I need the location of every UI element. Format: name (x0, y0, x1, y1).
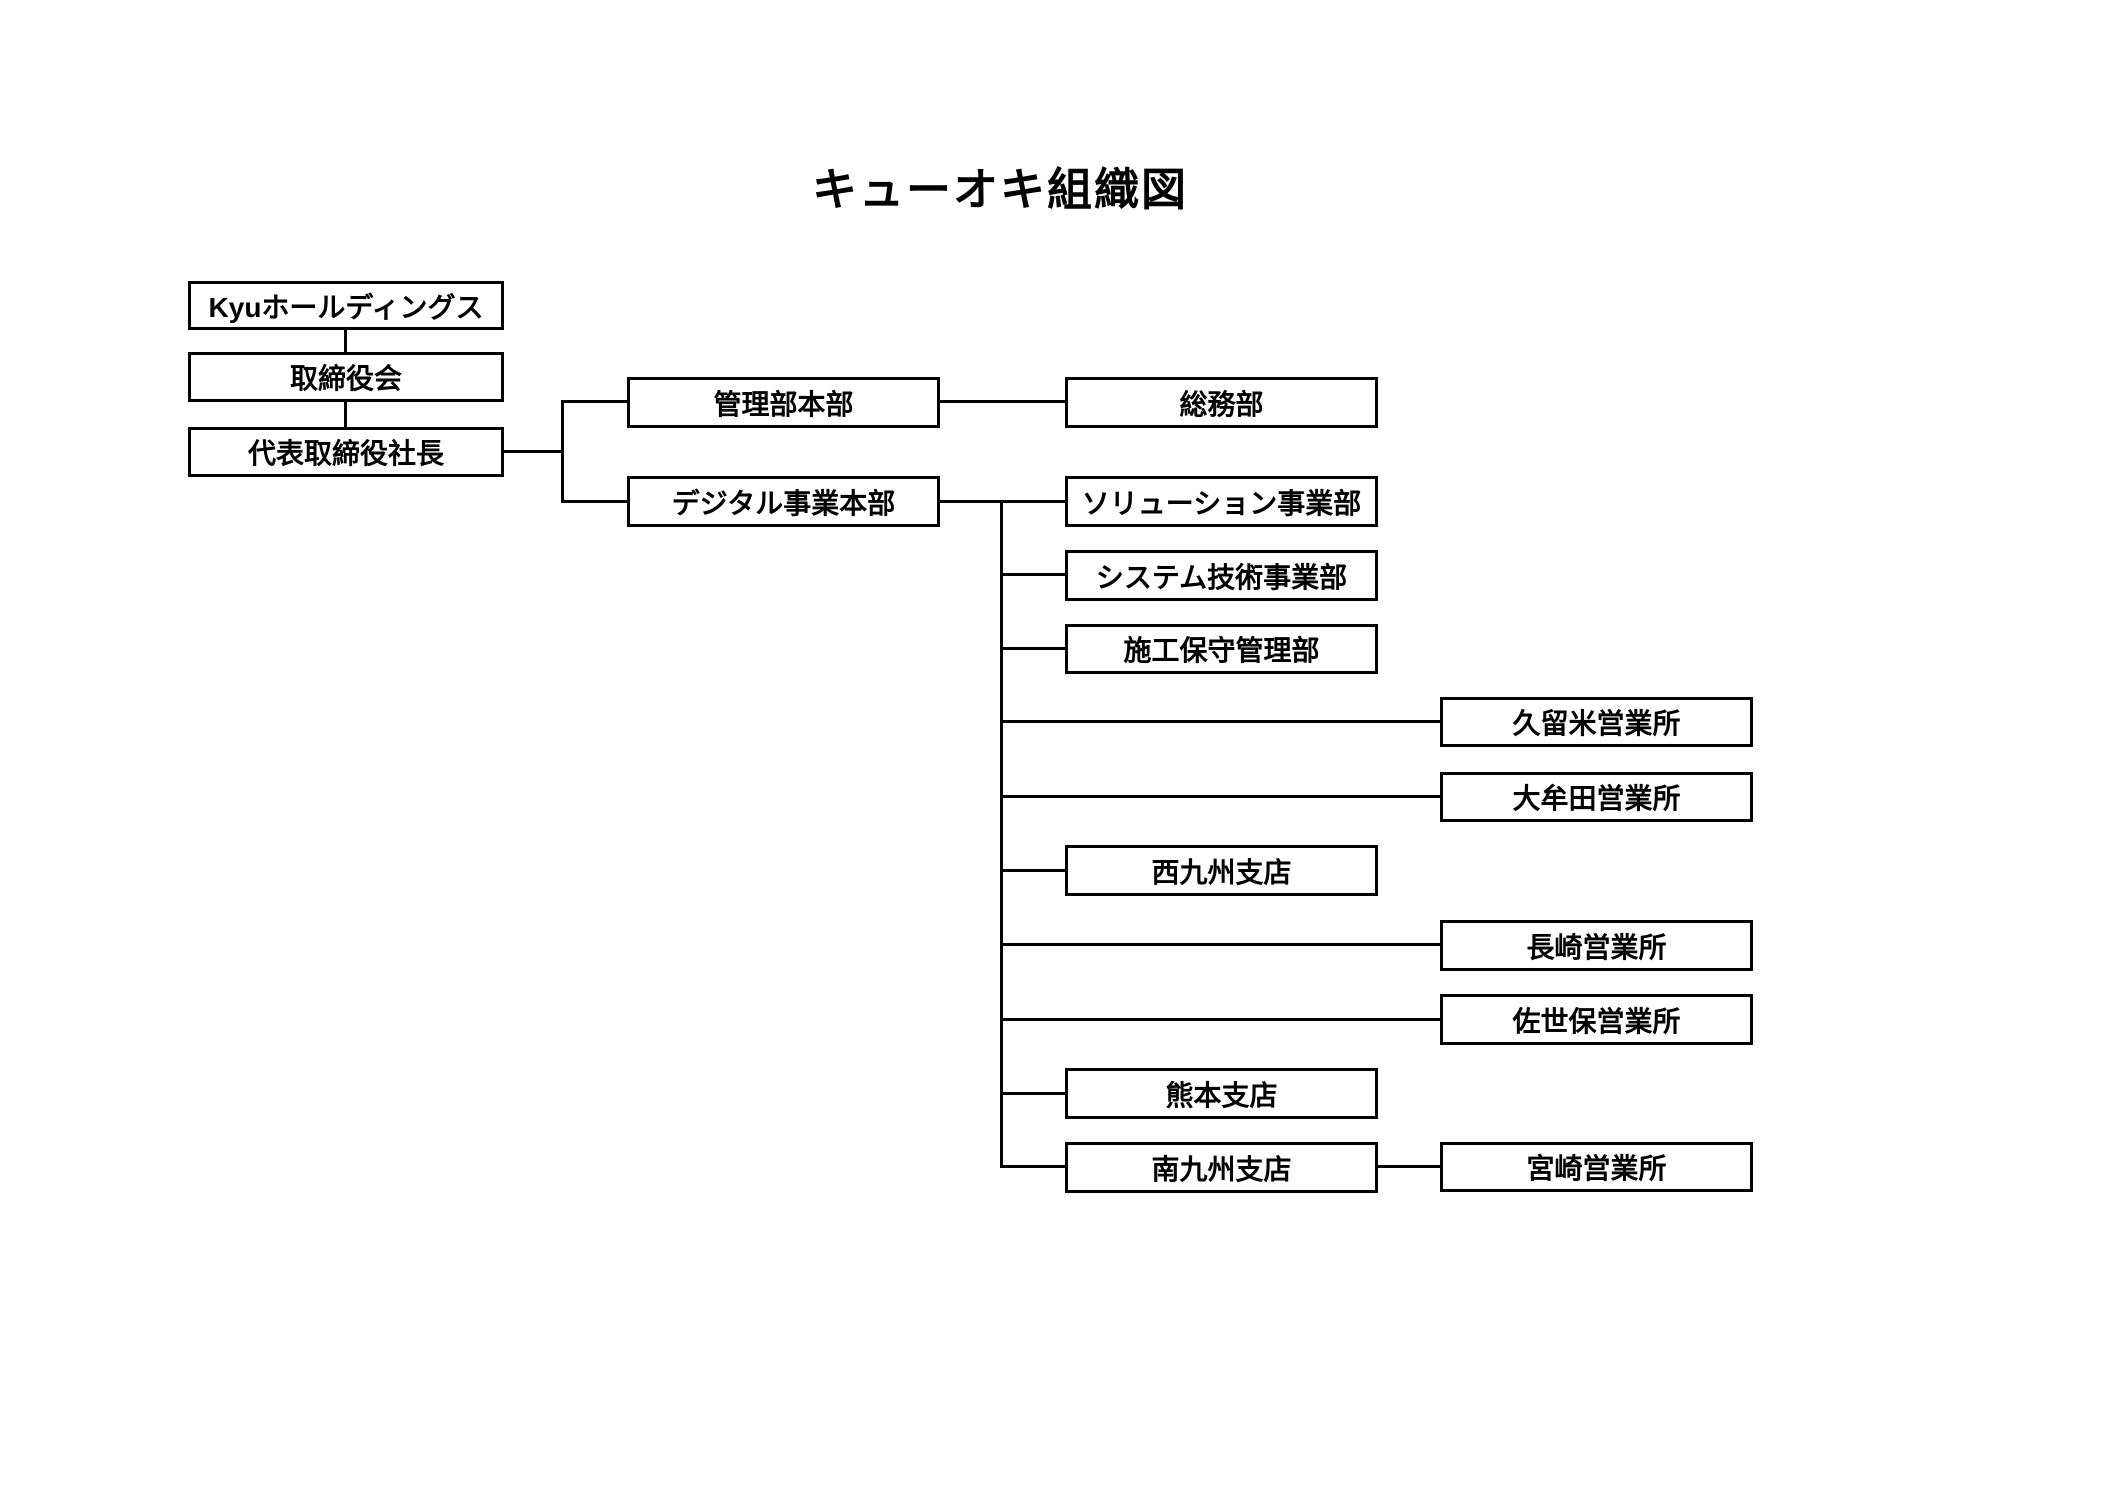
org-node-omuta-office: 大牟田営業所 (1440, 772, 1753, 822)
connector-to-system-technology-dept (1000, 573, 1065, 576)
org-node-label: 熊本支店 (1165, 1079, 1278, 1111)
org-node-label: 宮崎営業所 (1526, 1153, 1667, 1184)
org-node-label: システム技術事業部 (1095, 561, 1348, 593)
connector-to-admin-division-hq (561, 400, 627, 403)
connector-to-nagasaki-office (1000, 943, 1440, 946)
connector-digital-trunk-vertical (1000, 500, 1003, 1168)
connector-minami-kyushu-to-miyazaki (1378, 1165, 1440, 1168)
org-node-kyu-holdings: Kyuホールディングス (188, 281, 504, 330)
org-node-nishi-kyushu-branch: 西九州支店 (1065, 845, 1378, 896)
org-node-construction-maintenance-dept: 施工保守管理部 (1065, 624, 1378, 674)
connector-president-out (504, 450, 564, 453)
connector-admin-to-general-affairs (940, 400, 1065, 403)
org-node-solution-business-dept: ソリューション事業部 (1065, 476, 1378, 527)
org-node-label: 大牟田営業所 (1512, 783, 1681, 814)
org-node-label: 長崎営業所 (1526, 931, 1667, 963)
connector-holdings-to-board (344, 330, 347, 352)
org-node-digital-business-hq: デジタル事業本部 (627, 476, 940, 527)
org-node-general-affairs-dept: 総務部 (1065, 377, 1378, 428)
connector-to-nishi-kyushu-branch (1000, 869, 1065, 872)
connector-to-minami-kyushu-branch (1000, 1165, 1065, 1168)
org-node-miyazaki-office: 宮崎営業所 (1440, 1142, 1753, 1192)
org-node-kurume-office: 久留米営業所 (1440, 697, 1753, 747)
org-node-label: Kyuホールディングス (208, 291, 484, 323)
chart-title: キューオキ組織図 (811, 164, 1188, 215)
org-node-kumamoto-branch: 熊本支店 (1065, 1068, 1378, 1119)
org-node-label: 代表取締役社長 (247, 438, 444, 469)
connector-to-digital-business-hq (561, 500, 627, 503)
org-node-label: デジタル事業本部 (671, 487, 896, 519)
org-node-label: 南九州支店 (1151, 1153, 1292, 1185)
org-node-label: 施工保守管理部 (1123, 635, 1320, 666)
connector-to-kumamoto-branch (1000, 1092, 1065, 1095)
org-node-label: 佐世保営業所 (1512, 1005, 1681, 1037)
org-node-nagasaki-office: 長崎営業所 (1440, 920, 1753, 971)
connector-to-construction-maintenance-dept (1000, 647, 1065, 650)
org-node-sasebo-office: 佐世保営業所 (1440, 994, 1753, 1045)
org-node-system-technology-dept: システム技術事業部 (1065, 550, 1378, 601)
connector-to-kurume-office (1000, 720, 1440, 723)
org-node-label: 管理部本部 (713, 388, 854, 420)
org-node-label: 取締役会 (289, 363, 402, 394)
org-node-label: ソリューション事業部 (1081, 487, 1362, 519)
org-node-president: 代表取締役社長 (188, 427, 504, 477)
connector-to-sasebo-office (1000, 1018, 1440, 1021)
connector-to-omuta-office (1000, 795, 1440, 798)
connector-president-branch-vertical (561, 400, 564, 503)
org-node-board-of-directors: 取締役会 (188, 352, 504, 402)
org-node-label: 久留米営業所 (1512, 708, 1681, 739)
org-node-minami-kyushu-branch: 南九州支店 (1065, 1142, 1378, 1193)
org-node-label: 総務部 (1179, 388, 1264, 420)
org-node-admin-division-hq: 管理部本部 (627, 377, 940, 428)
org-node-label: 西九州支店 (1151, 856, 1292, 888)
connector-board-to-president (344, 402, 347, 427)
